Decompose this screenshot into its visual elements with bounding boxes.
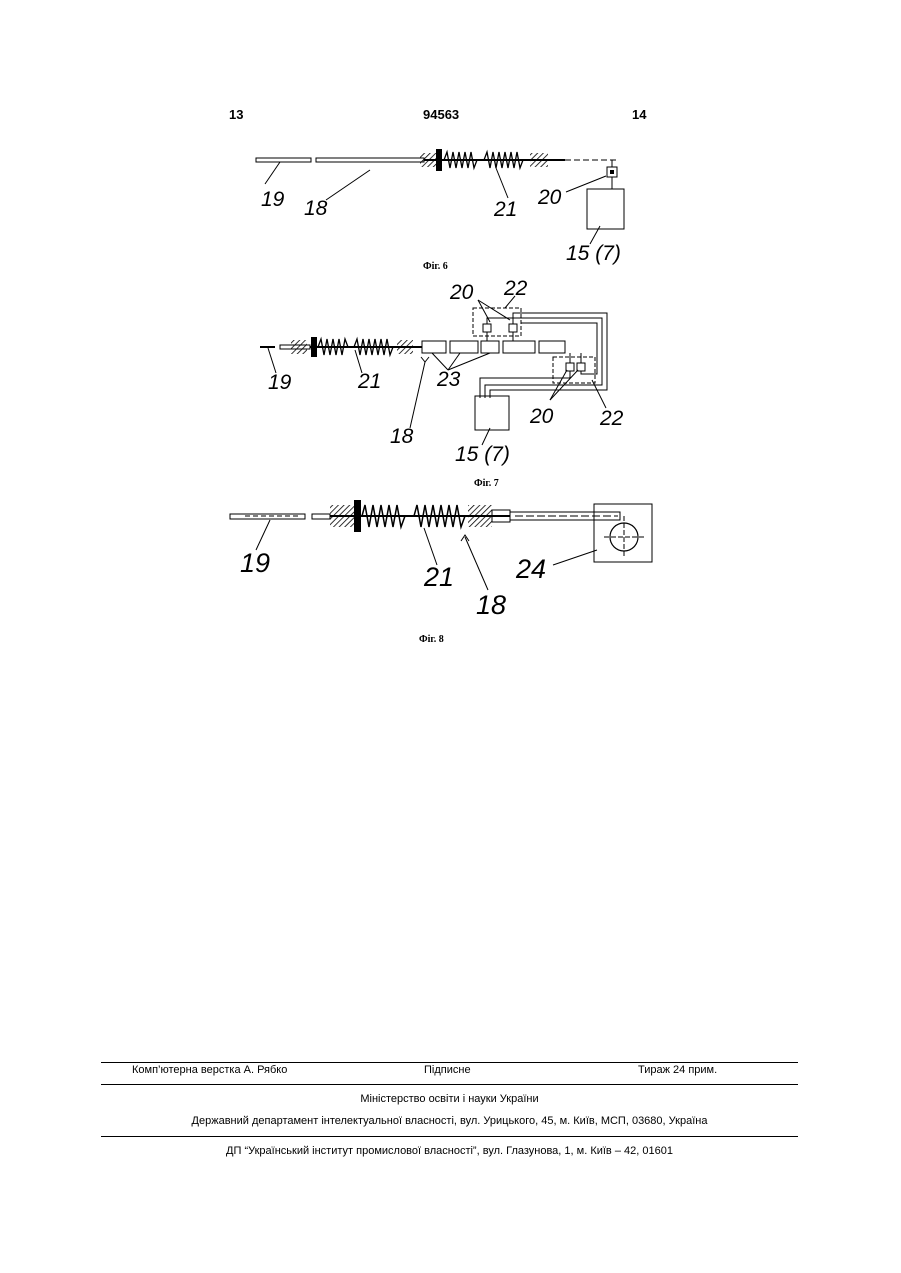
- figure-8-drawing: 19 21 24 18: [0, 0, 901, 640]
- figure-8-caption: Фіг. 8: [419, 634, 444, 645]
- unit-24: [594, 504, 652, 562]
- signed-label: Підписне: [424, 1064, 471, 1076]
- fig8-label-18: 18: [476, 590, 506, 620]
- footer-rule-middle: [101, 1084, 798, 1085]
- institute-line: ДП “Український інститут промислової вла…: [101, 1145, 798, 1157]
- footer-rule-top: [101, 1062, 798, 1063]
- fig8-label-24: 24: [515, 554, 546, 584]
- department-line: Державний департамент інтелектуальної вл…: [101, 1115, 798, 1127]
- ministry-line: Міністерство освіти і науки України: [101, 1093, 798, 1105]
- fig8-label-21: 21: [423, 562, 454, 592]
- fig8-label-19: 19: [240, 548, 270, 578]
- circulation-label: Тираж 24 прим.: [638, 1064, 717, 1076]
- rod: [230, 512, 620, 520]
- bushing-left: [330, 500, 361, 532]
- footer-rule-bottom: [101, 1136, 798, 1137]
- layout-credit: Комп’ютерна верстка А. Рябко: [132, 1064, 287, 1076]
